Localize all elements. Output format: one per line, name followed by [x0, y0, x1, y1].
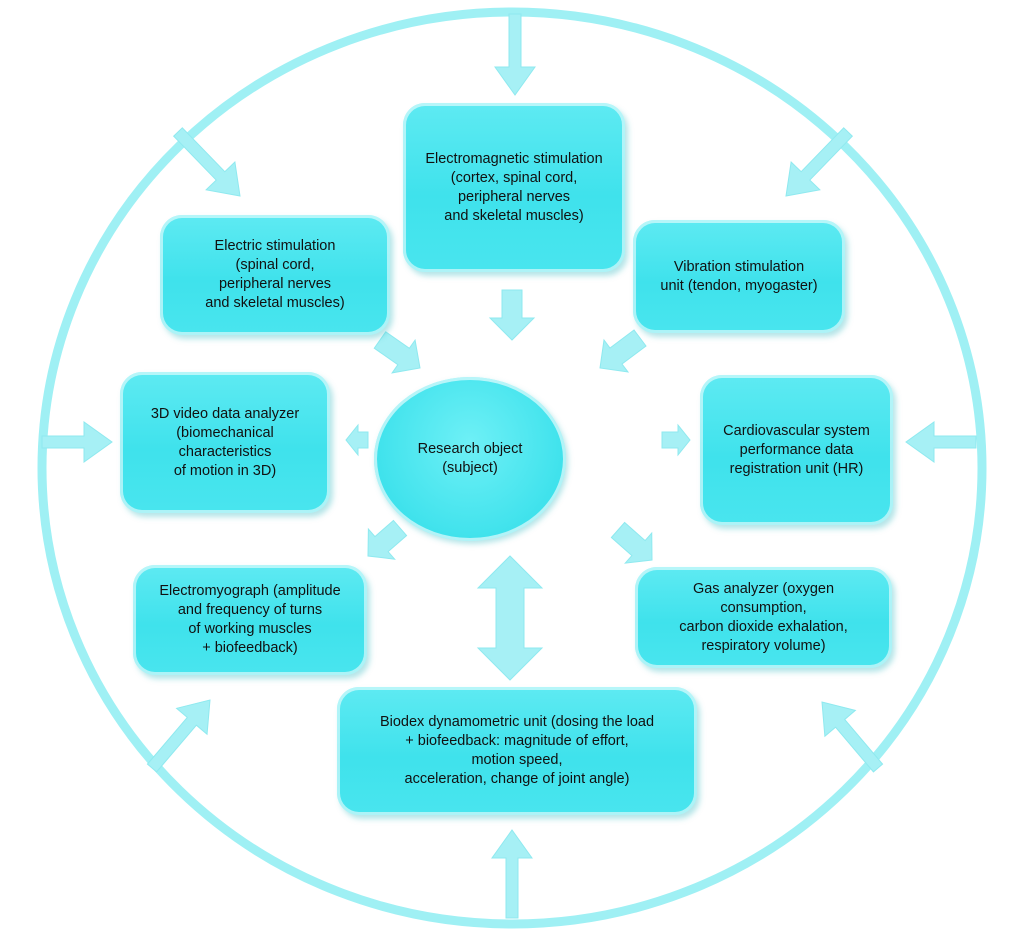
arrow-outer-top-right-icon: [785, 127, 854, 197]
box-gas-analyzer: Gas analyzer (oxygen consumption, carbon…: [635, 567, 892, 668]
box-electromyograph: Electromyograph (amplitude and frequency…: [133, 565, 367, 675]
arrow-center-biodex-double-icon: [476, 555, 544, 681]
arrow-outer-bottom-left-icon: [146, 699, 211, 773]
arrow-center-to-emg-icon: [367, 519, 408, 560]
outer-ring: [37, 7, 987, 929]
box-electric-stimulation: Electric stimulation (spinal cord, perip…: [160, 215, 390, 335]
arrow-outer-right-icon: [905, 421, 977, 463]
box-electromagnetic-stimulation: Electromagnetic stimulation (cortex, spi…: [403, 103, 625, 272]
box-vibration-stimulation: Vibration stimulation unit (tendon, myog…: [633, 220, 845, 333]
arrow-outer-top-icon: [494, 13, 536, 96]
arrow-electromagnetic-to-center-icon: [488, 289, 536, 341]
arrow-center-to-3d-video-icon: [345, 423, 369, 457]
arrow-electric-to-center-icon: [373, 331, 421, 374]
arrow-vibration-to-center-icon: [599, 329, 647, 373]
arrow-outer-left-icon: [41, 421, 113, 463]
arrow-outer-bottom-right-icon: [821, 701, 884, 773]
box-biodex-unit: Biodex dynamometric unit (dosing the loa…: [337, 687, 697, 815]
arrow-outer-bottom-icon: [491, 829, 533, 919]
arrow-outer-top-left-icon: [172, 127, 241, 197]
box-3d-video-analyzer: 3D video data analyzer (biomechanical ch…: [120, 372, 330, 513]
arrow-center-to-cardio-icon: [661, 423, 691, 457]
arrow-center-to-gas-icon: [610, 521, 653, 564]
research-object: Research object (subject): [374, 377, 566, 541]
box-cardiovascular-unit: Cardiovascular system performance data r…: [700, 375, 893, 525]
